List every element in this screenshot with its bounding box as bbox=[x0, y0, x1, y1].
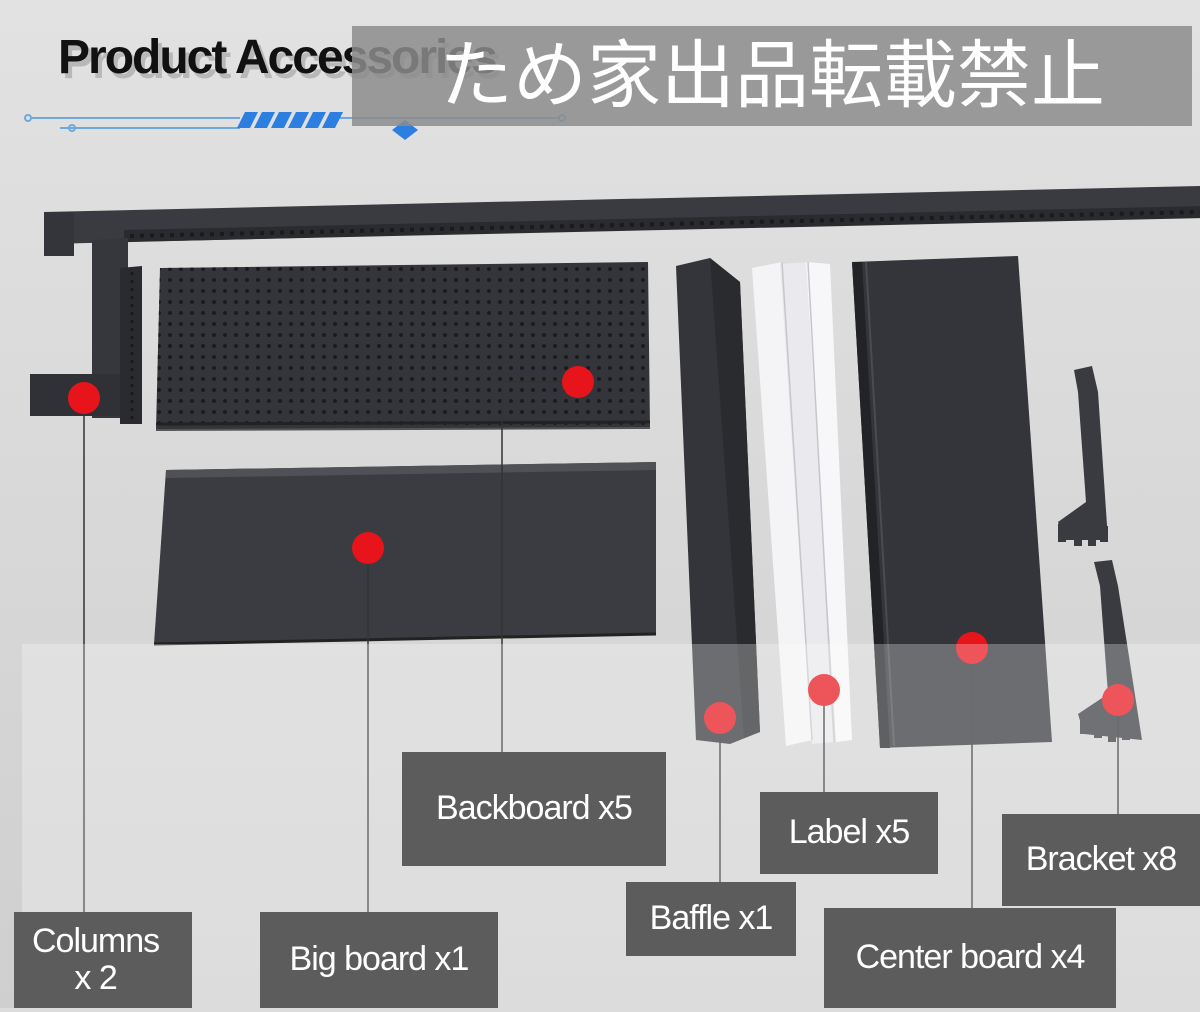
backboard-stack bbox=[155, 262, 651, 431]
marker-baffle bbox=[704, 702, 736, 734]
marker-columns bbox=[68, 382, 100, 414]
callout-big-board: Big board x1 bbox=[260, 912, 498, 1008]
leader-lines bbox=[83, 381, 1119, 912]
callout-columns: Columns x 2 bbox=[14, 912, 192, 1008]
part-markers bbox=[68, 366, 1134, 734]
big-board bbox=[153, 462, 657, 646]
callout-baffle: Baffle x1 bbox=[626, 882, 796, 956]
center-board-stack bbox=[852, 256, 1052, 748]
callout-center-board: Center board x4 bbox=[824, 908, 1116, 1008]
label-strips bbox=[752, 261, 852, 746]
baffle bbox=[676, 258, 760, 744]
marker-backboard bbox=[562, 366, 594, 398]
callout-label: Label x5 bbox=[760, 792, 938, 874]
marker-big-board bbox=[352, 532, 384, 564]
watermark-banner: ため家出品転載禁止 bbox=[352, 26, 1192, 126]
callout-backboard: Backboard x5 bbox=[402, 752, 666, 866]
callout-bracket: Bracket x8 bbox=[1002, 814, 1200, 906]
column-long bbox=[44, 186, 1200, 256]
bracket-upper bbox=[1058, 366, 1108, 546]
marker-label bbox=[808, 674, 840, 706]
marker-center-board bbox=[956, 632, 988, 664]
marker-bracket bbox=[1102, 684, 1134, 716]
